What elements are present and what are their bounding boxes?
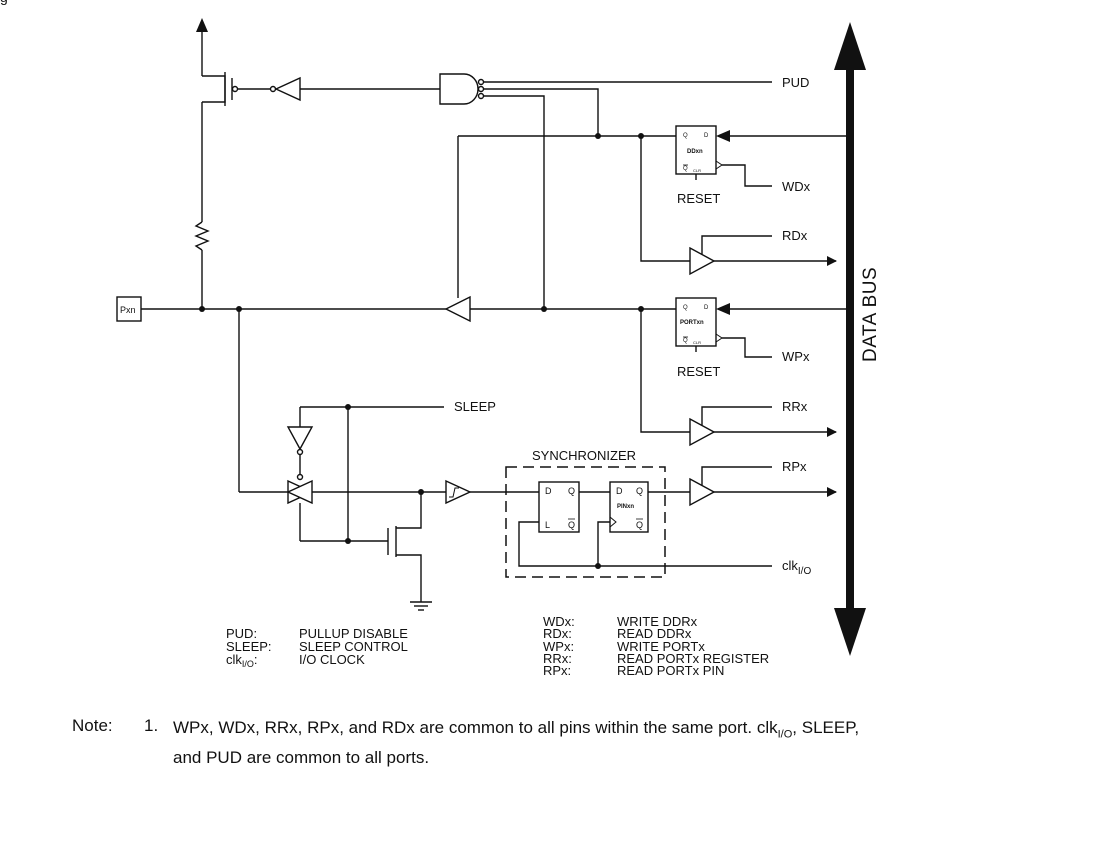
data-bus (834, 22, 866, 656)
sleep-nmos (387, 492, 422, 602)
svg-text:PULLUP DISABLE: PULLUP DISABLE (299, 626, 408, 641)
sleep-inverter (286, 426, 314, 456)
svg-text:DDxn: DDxn (687, 149, 703, 155)
svg-text:PORTxn: PORTxn (680, 320, 704, 326)
ddxn-flipflop: Q D DDxn Q CLR (675, 125, 723, 180)
reset-top-label: RESET (677, 191, 720, 206)
svg-text:Q: Q (683, 133, 688, 139)
svg-text:CLR: CLR (693, 340, 701, 345)
schmitt-trigger-buffer (445, 479, 472, 505)
svg-text:L: L (545, 520, 550, 530)
pud-label: PUD (782, 75, 809, 90)
sync-latch: D Q L Q (538, 481, 580, 533)
svg-text:clkI/O:: clkI/O: (226, 652, 258, 669)
pinxn-flipflop: D Q PINxn Q (609, 481, 649, 533)
svg-text:RRx:: RRx: (543, 651, 572, 666)
svg-text:WRITE DDRx: WRITE DDRx (617, 614, 698, 629)
svg-text:Q: Q (683, 305, 688, 311)
pxn-pin: Pxn (116, 296, 142, 322)
synchronizer-box (505, 466, 666, 578)
svg-text:D: D (704, 133, 709, 139)
clk-label: clkI/O (782, 558, 811, 577)
portxn-flipflop: Q D PORTxn Q CLR (675, 297, 723, 352)
data-bus-label: DATA BUS (860, 267, 881, 362)
svg-text:PINxn: PINxn (617, 504, 634, 510)
svg-text:READ DDRx: READ DDRx (617, 626, 692, 641)
svg-text:SLEEP:: SLEEP: (226, 639, 272, 654)
rdx-buffer (689, 246, 716, 276)
legend-right: WDx: WRITE DDRx RDx: READ DDRx WPx: WRIT… (543, 614, 769, 678)
svg-text:Q: Q (636, 520, 643, 530)
note-body: WPx, WDx, RRx, RPx, and RDx are common t… (173, 718, 860, 768)
svg-text:Q: Q (683, 166, 688, 172)
svg-text:Q: Q (636, 486, 643, 496)
sleep-label: SLEEP (454, 399, 496, 414)
svg-text:Q: Q (568, 486, 575, 496)
wpx-label: WPx (782, 349, 810, 364)
rrx-label: RRx (782, 399, 808, 414)
svg-text:Pxn: Pxn (120, 305, 136, 315)
svg-text:I/O CLOCK: I/O CLOCK (299, 652, 365, 667)
svg-text:SLEEP CONTROL: SLEEP CONTROL (299, 639, 408, 654)
rdx-label: RDx (782, 228, 808, 243)
svg-text:WPx:: WPx: (543, 639, 574, 654)
output-driver (444, 295, 471, 323)
note-number: 1. (144, 716, 159, 735)
wdx-label: WDx (782, 179, 811, 194)
pullup-inverter (269, 76, 440, 102)
pullup-section (194, 18, 270, 309)
svg-text:READ PORTx PIN: READ PORTx PIN (617, 663, 724, 678)
legend-left: PUD: PULLUP DISABLE SLEEP: SLEEP CONTROL… (226, 626, 408, 669)
svg-text:WDx:: WDx: (543, 614, 575, 629)
svg-text:RPx:: RPx: (543, 663, 571, 678)
rrx-buffer (689, 417, 716, 447)
svg-text:READ PORTx REGISTER: READ PORTx REGISTER (617, 651, 769, 666)
svg-text:CLR: CLR (693, 168, 701, 173)
svg-text:D: D (704, 305, 709, 311)
svg-text:RDx:: RDx: (543, 626, 572, 641)
figure-caption-fragment: g (0, 0, 8, 5)
synchronizer-label: SYNCHRONIZER (532, 448, 636, 463)
pullup-and-gate (439, 73, 772, 309)
svg-text:D: D (616, 486, 623, 496)
transmission-gate (286, 479, 314, 505)
svg-text:WRITE PORTx: WRITE PORTx (617, 639, 705, 654)
svg-text:PUD:: PUD: (226, 626, 257, 641)
rpx-buffer (689, 477, 716, 507)
rpx-label: RPx (782, 459, 807, 474)
svg-text:Q: Q (568, 520, 575, 530)
svg-text:D: D (545, 486, 552, 496)
reset-bottom-label: RESET (677, 364, 720, 379)
svg-text:Q: Q (683, 338, 688, 344)
ground-icon (410, 601, 432, 611)
note-label: Note: (72, 716, 113, 735)
